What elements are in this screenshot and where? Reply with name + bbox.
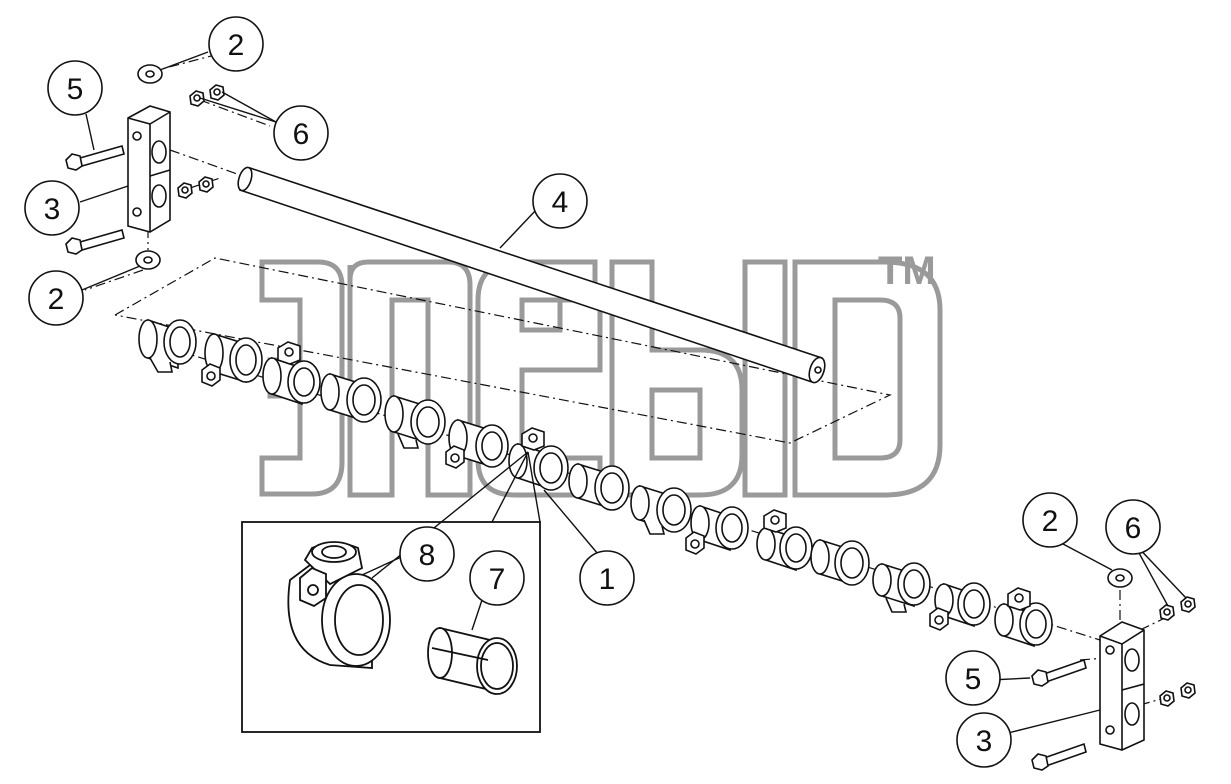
callout-3-left-label: 3 xyxy=(44,193,61,226)
bushing-07 xyxy=(508,427,569,491)
callout-1: 1 xyxy=(579,550,635,606)
callout-6-right: 6 xyxy=(1105,499,1161,555)
callout-8: 8 xyxy=(399,526,455,582)
bushing-02 xyxy=(201,332,263,387)
housing-detail xyxy=(287,541,391,669)
callout-6-top-left-label: 6 xyxy=(293,118,310,151)
trademark-mark: TM xyxy=(878,249,936,293)
callout-2-top-left: 2 xyxy=(208,16,264,72)
bolt-bottom-right xyxy=(1031,742,1087,771)
bushing-01 xyxy=(138,318,197,373)
callout-5-right-label: 5 xyxy=(965,663,982,696)
callout-3-left: 3 xyxy=(24,180,80,236)
callout-3-right-label: 3 xyxy=(976,725,993,758)
bushing-chain xyxy=(138,318,1053,648)
callout-7-label: 7 xyxy=(489,563,506,596)
bolt-top-left xyxy=(65,145,125,171)
callout-6-right-label: 6 xyxy=(1125,512,1142,545)
callout-7: 7 xyxy=(469,550,525,606)
bushing-05 xyxy=(384,394,446,449)
callout-4-label: 4 xyxy=(552,186,569,219)
callout-1-label: 1 xyxy=(599,563,616,596)
callout-6-top-left: 6 xyxy=(273,105,329,161)
callout-2-mid-left: 2 xyxy=(28,270,84,326)
bushing-11 xyxy=(756,509,813,572)
bushing-06 xyxy=(445,418,509,469)
bushing-12 xyxy=(810,538,870,586)
callout-5-left-label: 5 xyxy=(67,73,84,106)
bolt-top-right xyxy=(1031,658,1087,687)
nuts-mid-left xyxy=(177,176,214,199)
callout-5-left: 5 xyxy=(47,60,103,116)
left-bracket xyxy=(127,105,171,233)
detail-inset xyxy=(241,451,541,733)
washer-mid-left xyxy=(135,250,161,270)
bushing-09 xyxy=(630,484,692,535)
right-bracket xyxy=(1099,621,1145,751)
bushing-13 xyxy=(872,562,931,613)
washer-right xyxy=(1107,568,1133,588)
callout-4: 4 xyxy=(532,173,588,229)
callout-8-label: 8 xyxy=(419,539,436,572)
bushing-15 xyxy=(994,587,1053,648)
bushing-08 xyxy=(568,462,630,511)
nuts-top-right xyxy=(1159,596,1196,621)
callout-2-mid-left-label: 2 xyxy=(48,283,65,316)
callout-2-top-left-label: 2 xyxy=(228,29,245,62)
nuts-mid-right xyxy=(1159,682,1196,707)
nuts-top-left xyxy=(189,84,225,107)
bushing-10 xyxy=(685,504,749,555)
washer-top-left xyxy=(137,64,163,84)
callout-2-right-label: 2 xyxy=(1042,505,1059,538)
shaft xyxy=(237,166,826,384)
bushing-04 xyxy=(320,372,382,423)
callout-2-right: 2 xyxy=(1022,492,1078,548)
bolt-mid-left xyxy=(65,229,125,255)
callout-3-right: 3 xyxy=(956,712,1012,768)
bushing-03 xyxy=(262,341,321,406)
callout-5-right: 5 xyxy=(945,650,1001,706)
bushing-14 xyxy=(929,582,991,631)
sleeve-detail xyxy=(427,626,518,695)
